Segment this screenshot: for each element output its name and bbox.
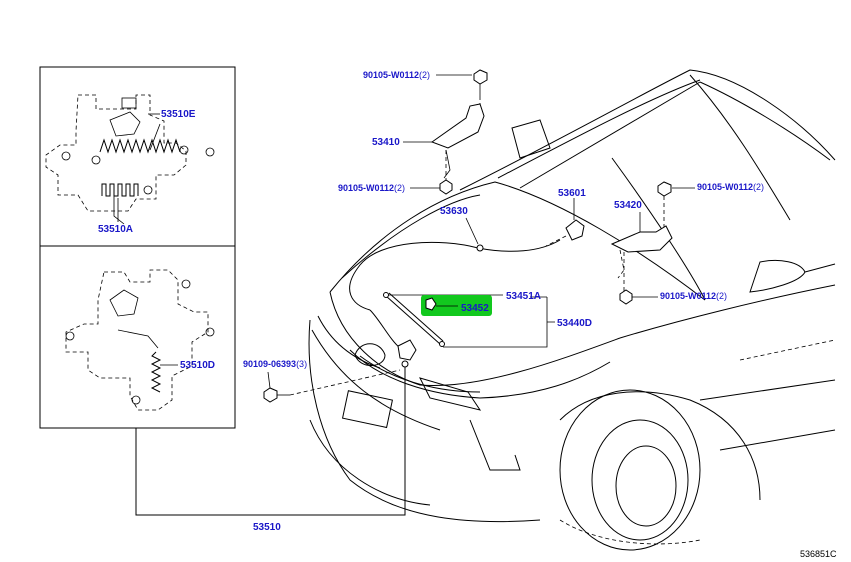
leader-53510 (135, 365, 406, 516)
label-53630[interactable]: 53630 (440, 206, 468, 217)
label-90105-W0112-top[interactable]: 90105-W0112(2) (363, 70, 430, 80)
hood-hinge-rh (610, 181, 673, 305)
clip-53452-icon (425, 297, 458, 311)
label-53510A[interactable]: 53510A (98, 224, 133, 235)
diagram-code: 536851C (800, 549, 837, 559)
hood-hinge-lh (430, 69, 488, 195)
label-53510D[interactable]: 53510D (180, 360, 215, 371)
part-53601 (545, 198, 585, 247)
label-90105-W0112-right-bot[interactable]: 90105-W0112(2) (660, 291, 727, 301)
label-53420[interactable]: 53420 (614, 200, 642, 211)
hood-lock-inset (39, 66, 236, 429)
label-90105-W0112-right-top[interactable]: 90105-W0112(2) (697, 182, 764, 192)
label-90105-W0112-mid[interactable]: 90105-W0112(2) (338, 183, 405, 193)
label-53510[interactable]: 53510 (253, 522, 281, 533)
label-90109-06393[interactable]: 90109-06393(3) (243, 359, 307, 369)
label-53510E[interactable]: 53510E (161, 109, 196, 120)
highlight-53452 (421, 295, 492, 316)
hood-lock-on-car (354, 339, 417, 368)
label-53440D[interactable]: 53440D (557, 318, 592, 329)
release-cable (349, 217, 561, 349)
label-53452[interactable]: 53452 (461, 303, 489, 314)
car-body (308, 69, 836, 551)
label-53451A[interactable]: 53451A (506, 291, 541, 302)
hood-lock-upper-drawing (45, 94, 215, 225)
label-53410[interactable]: 53410 (372, 137, 400, 148)
hood-lock-lower-drawing (65, 269, 215, 411)
label-53601[interactable]: 53601 (558, 188, 586, 199)
bolt-90109-icon (263, 369, 401, 403)
